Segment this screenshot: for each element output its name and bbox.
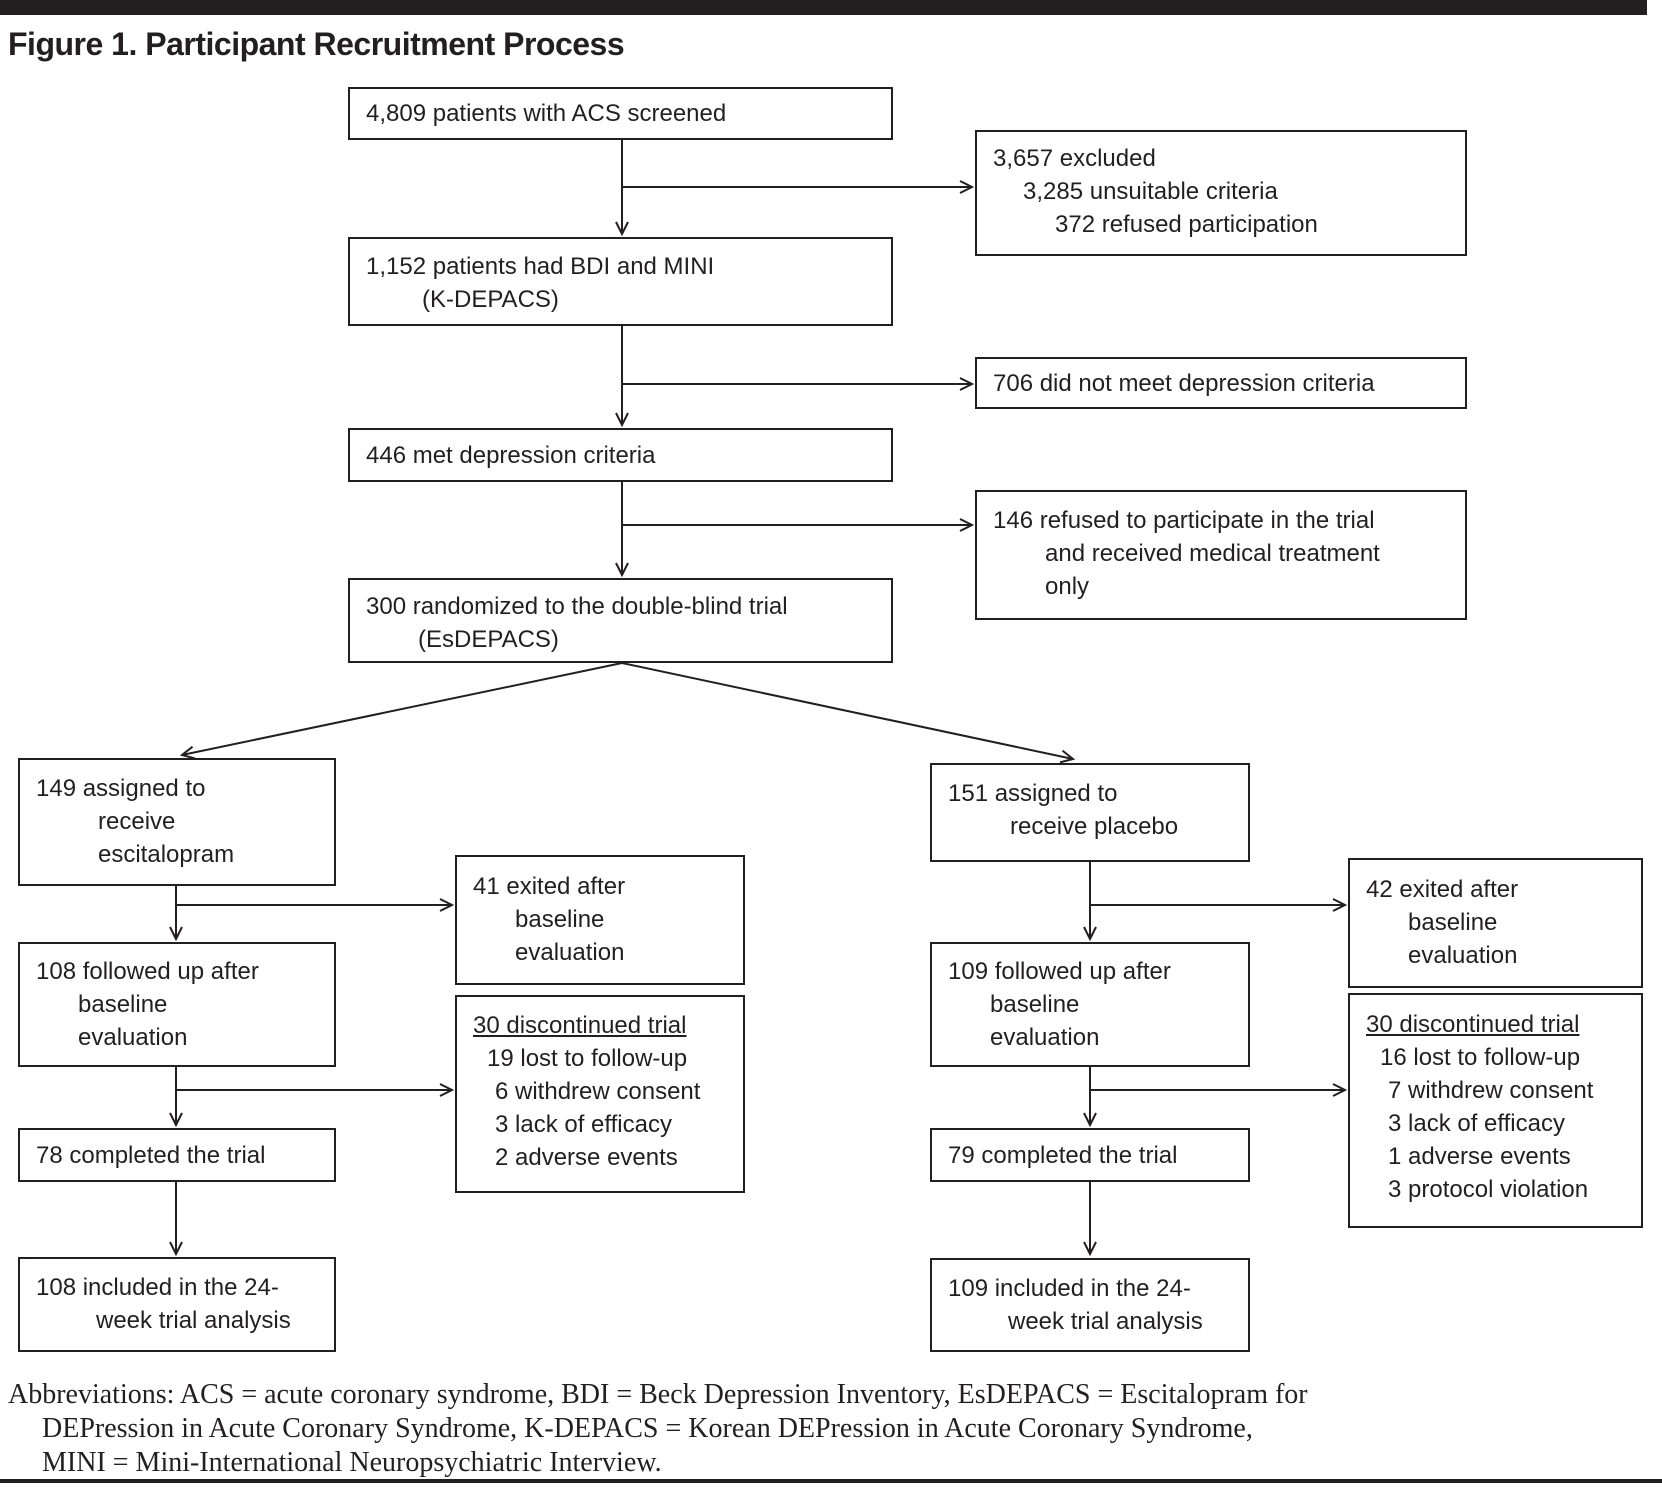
flow-box-placebo-assigned: 151 assigned to receive placebo xyxy=(930,763,1250,862)
flow-box-text: 149 assigned to xyxy=(36,775,206,802)
flow-box-escitalopram-completed: 78 completed the trial xyxy=(18,1128,336,1182)
flow-box-text: 16 lost to follow-up xyxy=(1380,1044,1581,1071)
flow-box-text: 19 lost to follow-up xyxy=(487,1045,688,1072)
flow-box-text: 3,657 excluded xyxy=(993,145,1156,172)
flow-box-text: 300 randomized to the double-blind trial xyxy=(366,593,788,620)
flow-box-text: 108 included in the 24- xyxy=(36,1274,279,1301)
flow-box-text: 1,152 patients had BDI and MINI xyxy=(366,253,715,280)
flow-box-placebo-discontinued: 30 discontinued trial 16 lost to follow-… xyxy=(1348,993,1643,1228)
figure-title: Figure 1. Participant Recruitment Proces… xyxy=(8,26,625,62)
footnote-line: MINI = Mini-International Neuropsychiatr… xyxy=(42,1447,662,1478)
flow-box-text: week trial analysis xyxy=(96,1307,291,1334)
flow-box-text: evaluation xyxy=(515,939,625,966)
flow-box-text: (K-DEPACS) xyxy=(422,286,559,313)
flow-box-no-depression-criteria: 706 did not meet depression criteria xyxy=(975,357,1467,409)
flow-box-text: week trial analysis xyxy=(1008,1308,1203,1335)
flow-box-text: baseline xyxy=(990,991,1080,1018)
flow-box-text: 79 completed the trial xyxy=(948,1141,1178,1169)
flow-box-escitalopram-assigned: 149 assigned to receive escitalopram xyxy=(18,758,336,886)
flow-box-excluded: 3,657 excluded 3,285 unsuitable criteria… xyxy=(975,130,1467,256)
flow-box-text: receive placebo xyxy=(1010,813,1179,840)
flow-box-escitalopram-followed: 108 followed up after baseline evaluatio… xyxy=(18,942,336,1067)
flow-box-placebo-analysis: 109 included in the 24- week trial analy… xyxy=(930,1258,1250,1352)
flow-box-text: 78 completed the trial xyxy=(36,1141,266,1169)
flow-box-placebo-followed: 109 followed up after baseline evaluatio… xyxy=(930,942,1250,1067)
flow-box-text: 30 discontinued trial xyxy=(1366,1011,1580,1038)
footnote-line: DEPression in Acute Coronary Syndrome, K… xyxy=(42,1413,1253,1444)
flow-box-refused-trial: 146 refused to participate in the trial … xyxy=(975,490,1467,620)
flow-box-met-criteria: 446 met depression criteria xyxy=(348,428,893,482)
flow-box-text: 1 adverse events xyxy=(1388,1143,1571,1170)
flow-box-text: 3 lack of efficacy xyxy=(1388,1110,1565,1137)
flow-box-escitalopram-analysis: 108 included in the 24- week trial analy… xyxy=(18,1257,336,1352)
flow-box-text: receive xyxy=(98,808,176,835)
flow-box-text: (EsDEPACS) xyxy=(418,626,559,653)
flow-box-text: baseline xyxy=(78,991,168,1018)
flow-box-text: 372 refused participation xyxy=(1055,211,1318,238)
flow-box-text: 30 discontinued trial xyxy=(473,1012,687,1039)
arrow-randomized-to-placebo xyxy=(621,662,1076,764)
flow-box-text: baseline xyxy=(515,906,605,933)
flow-box-text: 706 did not meet depression criteria xyxy=(993,369,1375,397)
flow-box-text: 446 met depression criteria xyxy=(366,441,656,469)
flow-box-text: evaluation xyxy=(78,1024,188,1051)
flow-box-screened: 4,809 patients with ACS screened xyxy=(348,87,893,140)
top-rule-bar xyxy=(0,0,1647,15)
abbreviations-footnote: Abbreviations: ACS = acute coronary synd… xyxy=(8,1378,1308,1480)
flow-box-text: 3 lack of efficacy xyxy=(495,1111,672,1138)
flow-box-text: 109 included in the 24- xyxy=(948,1275,1191,1302)
flow-box-text: 109 followed up after xyxy=(948,958,1171,985)
flow-box-text: 4,809 patients with ACS screened xyxy=(366,100,727,127)
footnote-line: Abbreviations: ACS = acute coronary synd… xyxy=(8,1379,1308,1410)
flow-box-text: 6 withdrew consent xyxy=(495,1078,701,1105)
flow-box-text: 146 refused to participate in the trial xyxy=(993,507,1375,534)
flow-box-text: 41 exited after xyxy=(473,873,626,900)
flow-box-bdi-mini: 1,152 patients had BDI and MINI (K-DEPAC… xyxy=(348,237,893,326)
flow-box-text: escitalopram xyxy=(98,841,235,868)
flow-box-text: baseline xyxy=(1408,909,1498,936)
flow-box-escitalopram-discontinued: 30 discontinued trial 19 lost to follow-… xyxy=(455,995,745,1193)
flow-box-text: 42 exited after xyxy=(1366,876,1519,903)
flow-box-text: evaluation xyxy=(1408,942,1518,969)
flow-box-placebo-exited: 42 exited after baseline evaluation xyxy=(1348,858,1643,988)
flow-box-text: evaluation xyxy=(990,1024,1100,1051)
bottom-rule-bar xyxy=(0,1479,1662,1483)
flow-box-text: and received medical treatment xyxy=(1045,540,1380,567)
flow-box-text: 108 followed up after xyxy=(36,958,259,985)
flow-box-escitalopram-exited: 41 exited after baseline evaluation xyxy=(455,855,745,985)
flow-box-text: 151 assigned to xyxy=(948,780,1118,807)
arrow-randomized-to-escitalopram xyxy=(179,662,623,760)
flow-box-text: 3,285 unsuitable criteria xyxy=(1023,178,1278,205)
flow-box-placebo-completed: 79 completed the trial xyxy=(930,1128,1250,1182)
flow-box-text: only xyxy=(1045,573,1090,600)
flow-box-text: 3 protocol violation xyxy=(1388,1176,1589,1203)
flow-box-text: 7 withdrew consent xyxy=(1388,1077,1594,1104)
flow-box-text: 2 adverse events xyxy=(495,1144,678,1171)
flow-box-randomized: 300 randomized to the double-blind trial… xyxy=(348,578,893,663)
